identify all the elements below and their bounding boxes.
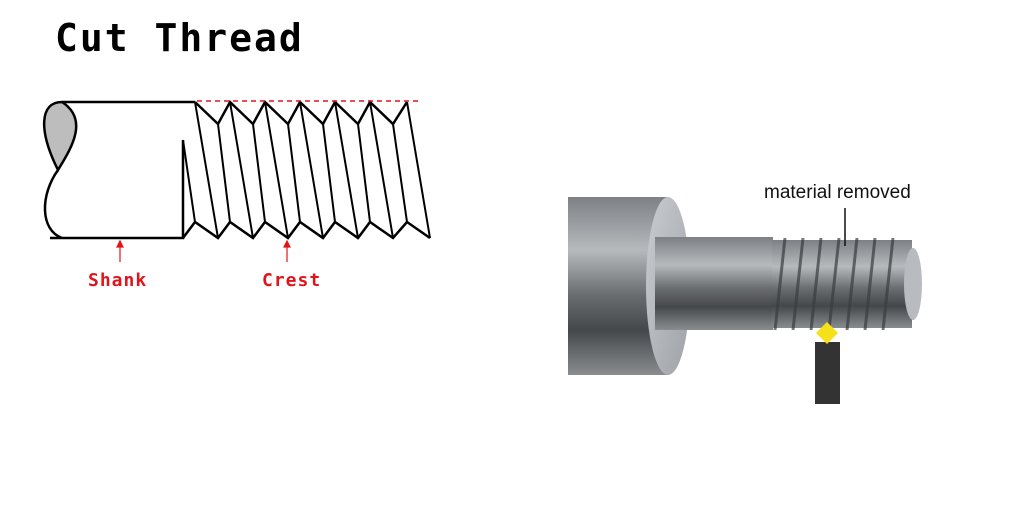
shank-break-curve — [43, 169, 63, 240]
shank-label: Shank — [88, 270, 148, 291]
crest-label: Crest — [262, 270, 322, 291]
bolt-shank — [655, 237, 773, 330]
material-removed-label: material removed — [764, 182, 911, 203]
thread-flanks — [182, 101, 431, 239]
thread-grooves — [773, 237, 895, 331]
label-arrows — [116, 239, 291, 262]
cut-thread-diagram — [43, 99, 431, 240]
page-title: Cut Thread — [55, 16, 304, 60]
bolt-end-face — [904, 248, 922, 320]
shank-break-teardrop — [43, 100, 78, 173]
cutting-tool-shank — [815, 342, 840, 404]
cutting-tool-tip — [816, 322, 838, 344]
bolt-illustration — [568, 197, 922, 404]
